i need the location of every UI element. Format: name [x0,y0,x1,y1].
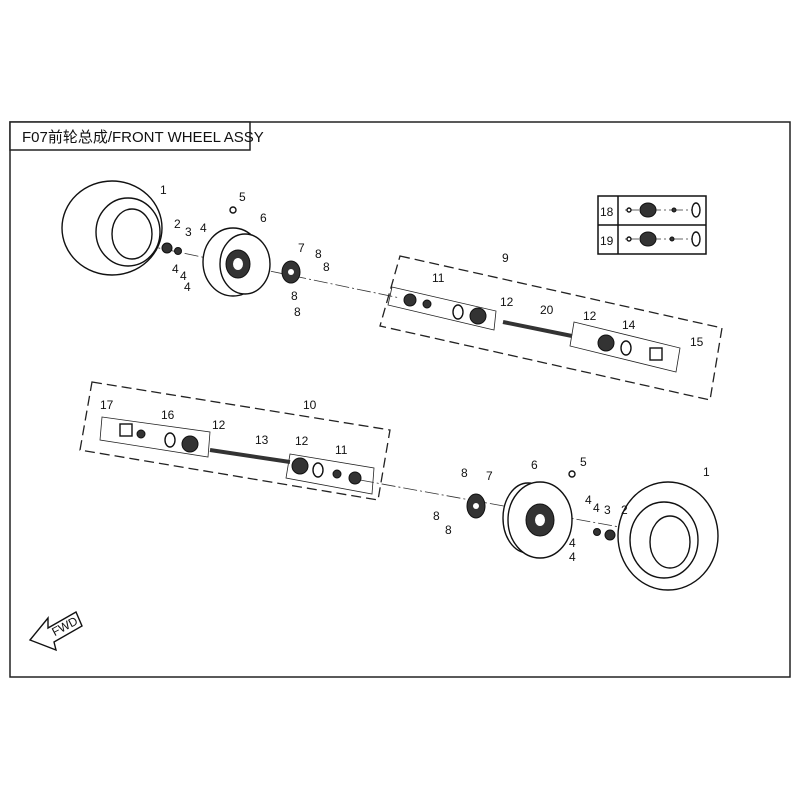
callout-12: 12 [212,418,226,432]
rim-bottom [502,481,573,559]
callout-4: 4 [184,280,191,294]
callout-3: 3 [185,225,192,239]
tire-top-left [61,180,163,276]
callout-4: 4 [569,550,576,564]
callout-12: 12 [295,434,309,448]
callout-1: 1 [703,465,710,479]
callout-15: 15 [690,335,704,349]
callout-17: 17 [100,398,114,412]
drive-shaft-9 [403,293,663,361]
callout-16: 16 [161,408,175,422]
nut-icon [593,528,601,536]
inset-row-19: 19 [600,234,614,248]
callout-6: 6 [531,458,538,472]
callout-12: 12 [500,295,514,309]
callouts-top: 1 2 3 4 4 4 4 5 6 7 8 8 8 8 [160,183,330,319]
callout-4: 4 [172,262,179,276]
callout-13: 13 [255,433,269,447]
diagram-title: F07前轮总成/FRONT WHEEL ASSY [22,129,264,146]
callout-2: 2 [174,217,181,231]
diagram-frame [9,121,791,678]
callout-11: 11 [432,271,445,285]
callout-3: 3 [604,503,611,517]
callout-6: 6 [260,211,267,225]
group-10-box [79,381,391,501]
callout-4: 4 [200,221,207,235]
callout-8: 8 [433,509,440,523]
group-14-box [569,321,681,373]
inset-row-18: 18 [600,205,614,219]
group-9-box [379,255,723,401]
callout-10: 10 [303,398,317,412]
inset-table: 18 19 [597,195,707,255]
title-box [9,121,251,151]
callout-1: 1 [160,183,167,197]
valve-icon [229,206,237,214]
callout-12: 12 [583,309,597,323]
callout-14: 14 [622,318,636,332]
callout-4: 4 [593,501,600,515]
valve-icon [568,470,576,478]
callout-4: 4 [585,493,592,507]
rim-top [202,227,271,297]
callouts-group-10: 10 17 16 12 13 12 11 [100,398,348,457]
callout-8: 8 [323,260,330,274]
callout-9: 9 [502,251,509,265]
hub-top [281,260,301,284]
group-11b-box [285,453,375,495]
callout-11: 11 [335,443,348,457]
callout-20: 20 [540,303,554,317]
callout-4: 4 [180,269,187,283]
group-16-box [99,416,211,458]
callouts-group-9: 9 11 12 20 12 14 15 [432,251,704,349]
callout-8: 8 [315,247,322,261]
callout-7: 7 [298,241,305,255]
callout-4: 4 [569,536,576,550]
hub-bottom [466,493,486,519]
callout-8: 8 [445,523,452,537]
callout-5: 5 [239,190,246,204]
bearing-icon [604,529,616,541]
drive-shaft-10 [119,423,362,485]
callout-5: 5 [580,455,587,469]
fwd-arrow-icon: FWD [28,611,83,652]
callout-8: 8 [291,289,298,303]
callout-7: 7 [486,469,493,483]
callout-8: 8 [461,466,468,480]
boot-kit-icon [625,202,701,247]
callout-2: 2 [621,503,628,517]
callout-8: 8 [294,305,301,319]
tire-bottom-right [617,481,719,591]
callouts-bottom: 8 7 6 5 8 8 4 4 4 4 3 2 1 [433,455,710,564]
nut-icon [174,247,182,255]
bearing-icon [161,242,173,254]
group-11-box [387,286,497,331]
